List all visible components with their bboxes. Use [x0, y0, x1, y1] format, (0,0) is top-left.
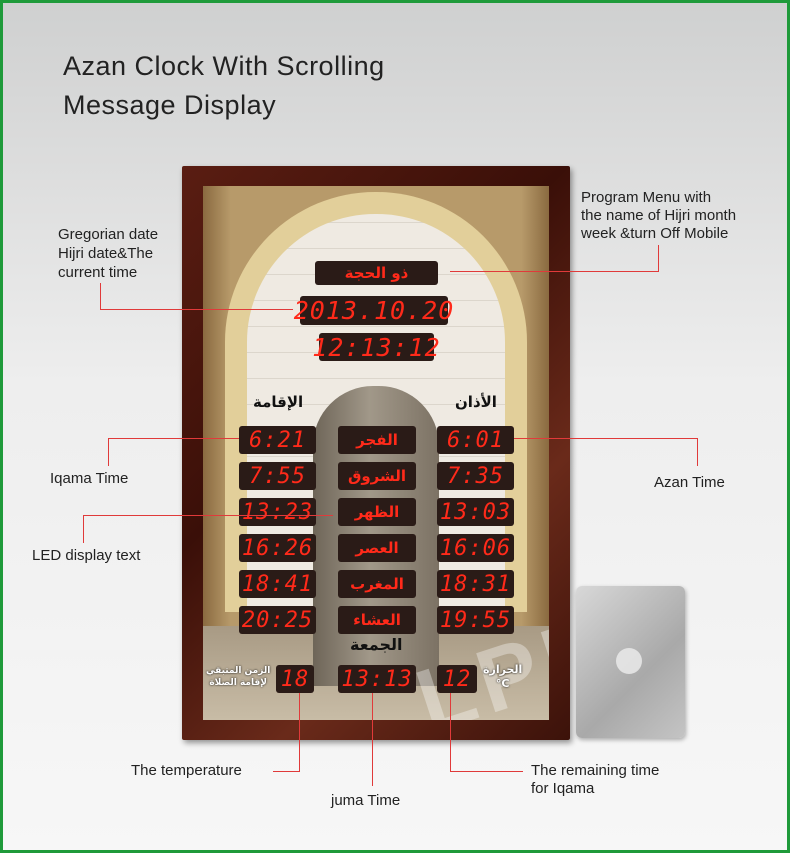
azan-time: 6:01 [437, 426, 514, 454]
prayer-name: الظهر [338, 498, 416, 526]
leader-line [450, 271, 659, 272]
prayer-name: العشاء [338, 606, 416, 634]
iqama-time: 7:55 [239, 462, 316, 490]
iqama-heading: الإقامة [253, 393, 304, 411]
prayer-name: العصر [338, 534, 416, 562]
azan-time: 7:35 [437, 462, 514, 490]
leader-line [100, 309, 293, 310]
leader-line [450, 771, 523, 772]
iqama-time: 20:25 [239, 606, 316, 634]
hijri-month-display: ذو الحجة [315, 261, 438, 285]
juma-display: 13:13 [338, 665, 416, 693]
remaining-display: 18 [276, 665, 314, 693]
date-display: 2013.10.20 [293, 296, 455, 325]
azan-note: Azan Time [654, 474, 725, 491]
laptop-image [576, 586, 685, 738]
leader-line [658, 245, 659, 272]
azan-time: 13:03 [437, 498, 514, 526]
prayer-name: الشروق [338, 462, 416, 490]
leader-line [514, 438, 698, 439]
juma-heading: الجمعة [350, 635, 403, 654]
leader-line [83, 515, 333, 516]
leader-line [299, 693, 300, 771]
leader-line [450, 693, 451, 771]
leader-line [273, 771, 300, 772]
leader-line [108, 438, 109, 466]
time-display: 12:13:12 [312, 332, 441, 362]
leader-line [372, 693, 373, 786]
leader-line [108, 438, 239, 439]
azan-time: 16:06 [437, 534, 514, 562]
temperature-display: 12 [437, 665, 477, 693]
apple-logo-icon [616, 648, 642, 674]
temperature-label: الحرارة°C [483, 663, 523, 690]
leader-line [100, 283, 101, 310]
temperature-note: The temperature [131, 762, 242, 779]
led-text-note: LED display text [32, 547, 141, 564]
iqama-time: 6:21 [239, 426, 316, 454]
iqama-time: 16:26 [239, 534, 316, 562]
iqama-time: 13:23 [239, 498, 316, 526]
prayer-name: المغرب [338, 570, 416, 598]
iqama-time: 18:41 [239, 570, 316, 598]
azan-time: 19:55 [437, 606, 514, 634]
leader-line [83, 515, 84, 543]
azan-time: 18:31 [437, 570, 514, 598]
azan-heading: الأذان [455, 393, 497, 411]
juma-note: juma Time [331, 792, 401, 809]
prayer-name: الفجر [338, 426, 416, 454]
iqama-note: Iqama Time [50, 470, 129, 487]
leader-line [697, 438, 698, 466]
